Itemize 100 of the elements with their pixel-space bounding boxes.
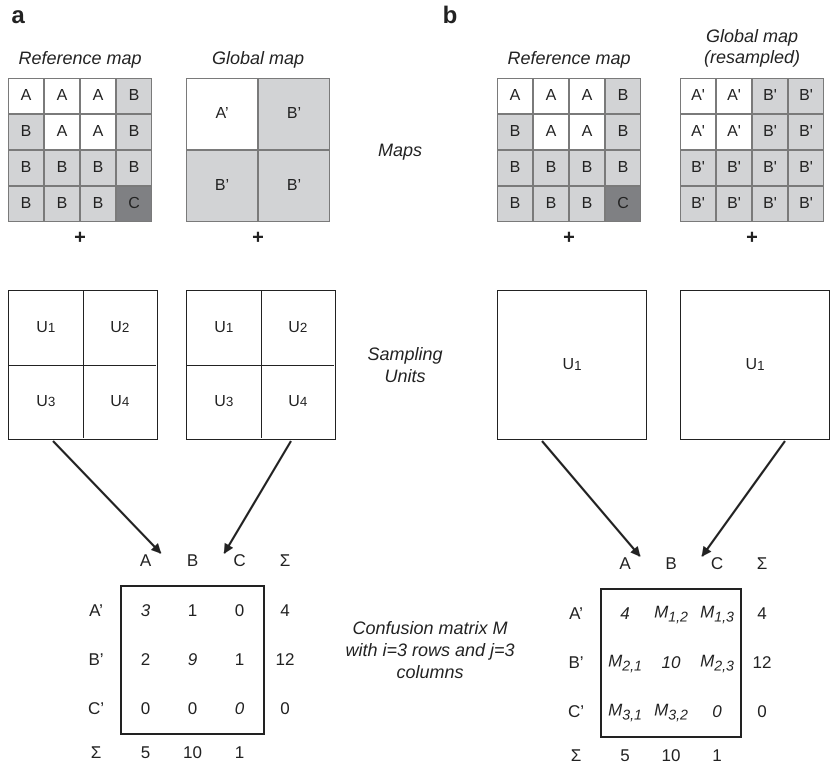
plus-sign: + bbox=[563, 226, 575, 250]
map-cell: B' bbox=[753, 187, 787, 221]
map-cell: B' bbox=[717, 151, 751, 185]
matrix-value: 0 bbox=[188, 698, 198, 719]
column-sum: 10 bbox=[662, 746, 680, 766]
map-cell: B bbox=[117, 151, 151, 185]
map-title: Global map (resampled) bbox=[702, 26, 802, 68]
column-header: C bbox=[710, 554, 724, 574]
map-title: Reference map bbox=[506, 48, 632, 69]
map-cell: B bbox=[45, 187, 79, 221]
map-cell: B' bbox=[789, 115, 823, 149]
map-cell: B bbox=[570, 151, 604, 185]
column-sum: 5 bbox=[140, 743, 150, 763]
map-cell: A bbox=[81, 115, 115, 149]
row-label: Sampling Units bbox=[366, 343, 444, 387]
row-header: B’ bbox=[568, 653, 584, 673]
map-cell: B bbox=[534, 151, 568, 185]
map-cell: A bbox=[534, 79, 568, 113]
arrow bbox=[701, 440, 786, 557]
matrix-value: M$_{3,2}$ bbox=[654, 700, 688, 724]
row-sum: 4 bbox=[280, 601, 290, 622]
map-cell: A' bbox=[681, 79, 715, 113]
row-header: B’ bbox=[88, 650, 104, 670]
map-cell: A bbox=[45, 79, 79, 113]
map-cell: B’ bbox=[187, 151, 257, 221]
matrix-box bbox=[600, 588, 742, 738]
map-cell: B bbox=[45, 151, 79, 185]
map-cell: B bbox=[606, 79, 640, 113]
row-label: Maps bbox=[376, 139, 423, 161]
map-cell: B bbox=[117, 79, 151, 113]
matrix-value: 1 bbox=[234, 650, 244, 670]
map-cell: C bbox=[117, 187, 151, 221]
column-header: B bbox=[665, 554, 677, 574]
plus-sign: + bbox=[252, 226, 264, 250]
row-header: C’ bbox=[88, 698, 104, 719]
matrix-value: 4 bbox=[620, 604, 630, 624]
map-cell: B bbox=[9, 115, 43, 149]
row-sum: 12 bbox=[276, 650, 294, 670]
row-sum: 0 bbox=[757, 702, 767, 722]
map-cell: B bbox=[117, 115, 151, 149]
sum-header: Σ bbox=[90, 743, 102, 763]
map-cell: B bbox=[498, 187, 532, 221]
map-cell: A bbox=[81, 79, 115, 113]
map-cell: B bbox=[498, 115, 532, 149]
map-cell: A bbox=[9, 79, 43, 113]
map-cell: B’ bbox=[259, 151, 329, 221]
matrix-value: 3 bbox=[140, 601, 150, 622]
matrix-value: 0 bbox=[234, 698, 244, 719]
column-sum: 1 bbox=[234, 743, 244, 763]
matrix-value: M$_{2,3}$ bbox=[700, 651, 734, 675]
matrix-value: 10 bbox=[662, 653, 680, 673]
map-cell: A bbox=[534, 115, 568, 149]
map-cell: B' bbox=[789, 151, 823, 185]
map-cell: B bbox=[606, 151, 640, 185]
matrix-box bbox=[120, 585, 265, 735]
plus-sign: + bbox=[74, 226, 86, 250]
arrow bbox=[223, 440, 292, 554]
matrix-value: 0 bbox=[234, 601, 244, 622]
matrix-value: M$_{1,3}$ bbox=[700, 602, 734, 626]
map-cell: B' bbox=[681, 151, 715, 185]
row-sum: 0 bbox=[280, 698, 290, 719]
map-cell: B bbox=[81, 187, 115, 221]
matrix-value: 2 bbox=[140, 650, 150, 670]
column-header: B bbox=[186, 551, 198, 571]
map-cell: A bbox=[570, 79, 604, 113]
map-cell: A' bbox=[717, 79, 751, 113]
map-title: Global map bbox=[210, 48, 306, 69]
map-cell: B' bbox=[753, 151, 787, 185]
column-sum: 10 bbox=[183, 743, 202, 763]
map-cell: B bbox=[606, 115, 640, 149]
matrix-value: M$_{2,1}$ bbox=[608, 651, 642, 675]
map-cell: B bbox=[570, 187, 604, 221]
map-cell: A' bbox=[681, 115, 715, 149]
row-header: A’ bbox=[569, 604, 583, 624]
map-cell: A bbox=[498, 79, 532, 113]
map-title: Reference map bbox=[17, 48, 143, 69]
map-cell: B bbox=[9, 187, 43, 221]
row-sum: 12 bbox=[752, 653, 772, 673]
caption: Confusion matrix M with i=3 rows and j=3 columns bbox=[345, 617, 515, 683]
matrix-value: 0 bbox=[140, 698, 150, 719]
map-cell: C bbox=[606, 187, 640, 221]
matrix-value: M$_{1,2}$ bbox=[654, 602, 688, 626]
map-cell: B' bbox=[681, 187, 715, 221]
map-cell: B' bbox=[789, 79, 823, 113]
column-sum: 5 bbox=[620, 746, 630, 766]
sum-header: Σ bbox=[570, 746, 582, 766]
column-header: A bbox=[619, 554, 631, 574]
map-cell: B bbox=[534, 187, 568, 221]
matrix-value: 9 bbox=[188, 650, 198, 670]
map-cell: B bbox=[81, 151, 115, 185]
map-cell: B' bbox=[753, 115, 787, 149]
arrow bbox=[541, 440, 641, 557]
map-cell: B' bbox=[753, 79, 787, 113]
column-header: Σ bbox=[280, 551, 290, 571]
column-header: C bbox=[233, 551, 246, 571]
sampling-unit-box bbox=[186, 290, 336, 440]
plus-sign: + bbox=[746, 226, 758, 250]
map-cell: A' bbox=[717, 115, 751, 149]
map-cell: B bbox=[498, 151, 532, 185]
matrix-value: 1 bbox=[188, 601, 198, 622]
